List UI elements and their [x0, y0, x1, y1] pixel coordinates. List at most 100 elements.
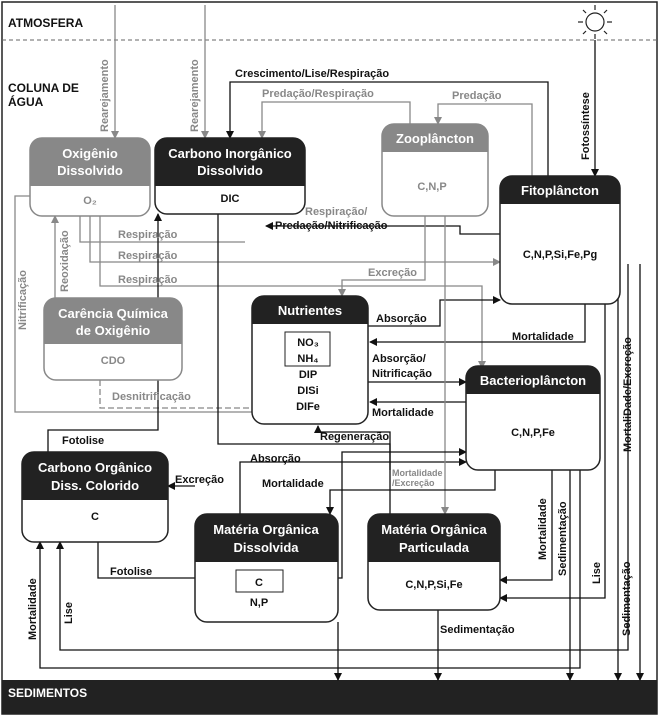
- cdom-box: Carbono Orgânico Diss. Colorido C: [21, 451, 169, 543]
- dic-title-2: Dissolvido: [197, 163, 263, 178]
- cdom-body: C: [91, 511, 99, 523]
- nutrients-title: Nutrientes: [278, 303, 342, 318]
- pom-body: C,N,P,Si,Fe: [405, 579, 462, 591]
- fotolise-label-1: Fotolise: [62, 435, 104, 447]
- absorcao-label-1: Absorção: [376, 313, 427, 325]
- desnitrificacao-label: Desnitrificação: [112, 391, 191, 403]
- phytoplankton-title: Fitoplâncton: [521, 183, 599, 198]
- bacterioplankton-body: C,N,P,Fe: [511, 427, 555, 439]
- cdo-title-1: Carência Química: [58, 306, 169, 321]
- zooplankton-box: Zooplâncton C,N,P: [381, 123, 489, 217]
- resp-pred-nit-label-2: Predação/Nitrificação: [275, 220, 388, 232]
- absorcao-label-2: Absorção: [250, 453, 301, 465]
- oxygen-body: O₂: [83, 195, 97, 207]
- mortalidade-arrow-3: [326, 470, 496, 515]
- cdo-box: Carência Química de Oxigênio CDO: [43, 297, 183, 381]
- regeneracao-label: Regeneração: [320, 431, 389, 443]
- phytoplankton-body: C,N,P,Si,Fe,Pg: [523, 249, 597, 261]
- dic-regeneracao-line: [217, 186, 391, 514]
- predacao-respiracao-arrow: [258, 101, 411, 139]
- reoxidacao-label: Reoxidação: [59, 230, 71, 292]
- nutrient-disi: DISi: [297, 385, 318, 397]
- dic-box: Carbono Inorgânico Dissolvido DIC: [154, 137, 306, 215]
- sediments-label: SEDIMENTOS: [8, 686, 87, 700]
- nutrient-dife: DIFe: [296, 401, 320, 413]
- dic-body: DIC: [221, 193, 240, 205]
- mortalidade-excrecao-label-2: /Excreção: [392, 478, 435, 488]
- regeneracao-arrow: [314, 425, 391, 470]
- water-column-label-1: COLUNA DE: [8, 81, 79, 95]
- pom-title-2: Particulada: [399, 540, 470, 555]
- fotolise-label-2: Fotolise: [110, 566, 152, 578]
- respiracao-label-1: Respiração: [118, 229, 178, 241]
- zooplankton-body: C,N,P: [417, 181, 446, 193]
- mortalidade-left-label: Mortalidade: [27, 578, 39, 640]
- mortalidade-label-3: Mortalidade: [262, 478, 324, 490]
- dom-carbon-subbox: [235, 569, 284, 593]
- dom-body-2: N,P: [250, 597, 268, 609]
- cdo-title-2: de Oxigênio: [76, 323, 150, 338]
- absorcao-arrow-1: [368, 296, 501, 327]
- excrecao-label-1: Excreção: [368, 267, 417, 279]
- resp-pred-nit-arrow: [265, 222, 500, 235]
- respiracao-line-2: [89, 216, 501, 266]
- nutrient-no3: NO₃: [297, 337, 319, 349]
- oxygen-title-2: Dissolvido: [57, 163, 123, 178]
- excrecao-label-2: Excreção: [175, 474, 224, 486]
- fotolise-arrow-2: [97, 542, 237, 582]
- excrecao-arrow-1: [338, 216, 426, 297]
- pom-title-1: Matéria Orgânica: [381, 522, 487, 537]
- rearejamento-label-2: Rearejamento: [189, 59, 201, 132]
- cdo-body: CDO: [101, 355, 126, 367]
- dom-body-1: C: [255, 577, 263, 589]
- lise-v1-label: Lise: [591, 562, 603, 584]
- atmosphere-label: ATMOSFERA: [8, 16, 83, 30]
- dom-box: Matéria Orgânica Dissolvida C N,P: [194, 513, 339, 623]
- sediments-band: [2, 680, 657, 714]
- nitrogen-subbox: [284, 331, 331, 367]
- nitrificacao-line: [14, 195, 252, 413]
- respiracao-line-1: [79, 216, 245, 243]
- nutrients-box: Nutrientes NO₃ NH₄ DIP DISi DIFe: [251, 295, 369, 425]
- predacao-arrow: [434, 103, 533, 176]
- sedimentacao-v1-label: Sedimentação: [557, 501, 569, 576]
- mortalidade-left-arrow: [36, 470, 581, 669]
- resp-pred-nit-label-1: Respiração/: [305, 206, 367, 218]
- water-column-label-2: ÁGUA: [8, 94, 44, 109]
- crescimento-arrow: [226, 81, 549, 176]
- nutrient-dip: DIP: [299, 369, 317, 381]
- zooplankton-title: Zooplâncton: [396, 131, 474, 146]
- phyto-lise-arrow: [499, 304, 606, 602]
- respiracao-label-2: Respiração: [118, 250, 178, 262]
- dom-title-2: Dissolvida: [233, 540, 299, 555]
- phyto-lise-line: [56, 264, 629, 651]
- predacao-respiracao-label: Predação/Respiração: [262, 88, 374, 100]
- sedimentacao-v2-label: Sedimentação: [621, 561, 633, 636]
- mortalidade-label-2: Mortalidade: [372, 407, 434, 419]
- absorcao-nitrificacao-label-2: Nitrificação: [372, 368, 432, 380]
- cdom-title-1: Carbono Orgânico: [38, 460, 152, 475]
- pom-box: Matéria Orgânica Particulada C,N,P,Si,Fe: [367, 513, 501, 611]
- absorcao-arrow-2: [239, 458, 467, 514]
- predacao-label: Predação: [452, 90, 502, 102]
- dom-title-1: Matéria Orgânica: [213, 522, 319, 537]
- mortalidade-v-label: Mortalidade: [537, 498, 549, 560]
- bacterioplankton-box: Bacterioplâncton C,N,P,Fe: [465, 365, 601, 471]
- crescimento-label: Crescimento/Lise/Respiração: [235, 68, 389, 80]
- lise-left-label: Lise: [63, 602, 75, 624]
- mortalidade-excrecao-v-label: MortaliDade/Excreção: [622, 337, 634, 452]
- nutrient-nh4: NH₄: [297, 353, 318, 365]
- respiracao-line-3: [99, 216, 486, 369]
- bact-mortalidade-arrow: [499, 470, 553, 584]
- mortalidade-label-1: Mortalidade: [512, 331, 574, 343]
- mortalidade-excrecao-label-1: Mortalidade: [392, 468, 443, 478]
- cdom-title-2: Diss. Colorido: [51, 478, 139, 493]
- phytoplankton-box: Fitoplâncton C,N,P,Si,Fe,Pg: [499, 175, 621, 305]
- rearejamento-label-1: Rearejamento: [99, 59, 111, 132]
- respiracao-label-3: Respiração: [118, 274, 178, 286]
- fotossintese-label: Fotossíntese: [580, 92, 592, 160]
- nitrificacao-label: Nitrificação: [17, 270, 29, 330]
- bacterioplankton-title: Bacterioplâncton: [480, 373, 586, 388]
- oxygen-box: Oxigênio Dissolvido O₂: [29, 137, 151, 217]
- sedimentacao-h-label: Sedimentação: [440, 624, 515, 636]
